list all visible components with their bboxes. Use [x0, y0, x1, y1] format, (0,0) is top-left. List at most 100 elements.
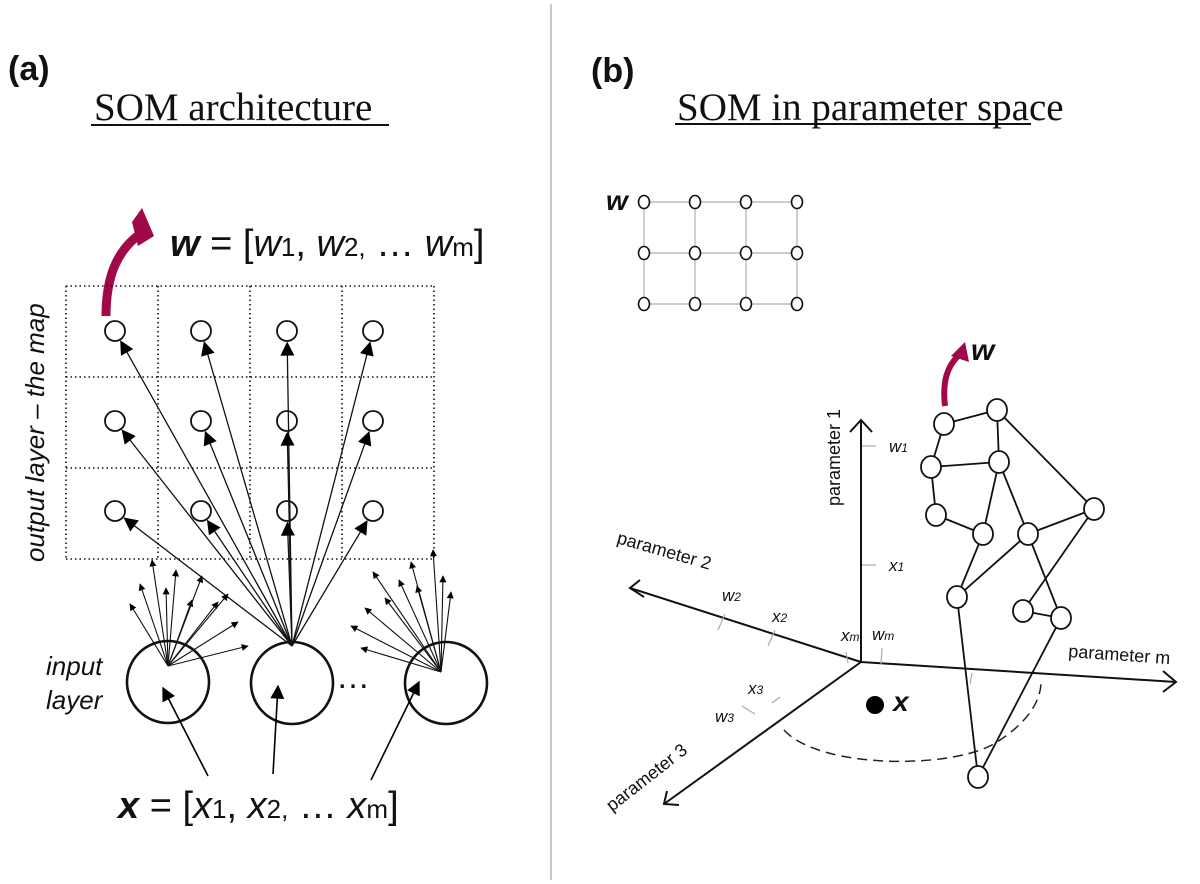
tick-label-w1: w1	[889, 437, 908, 456]
input-feed-arrows	[162, 680, 420, 781]
map-neuron	[190, 320, 212, 342]
fan-arrow	[364, 607, 442, 673]
axis-ticks	[717, 445, 973, 715]
input-neuron	[125, 639, 211, 725]
tick-label-x3: x3	[747, 679, 764, 698]
map-neuron	[276, 410, 298, 432]
fan-arrow	[360, 646, 442, 673]
fan-arrow	[439, 575, 447, 673]
axis-parameter-2-arrowhead-icon	[628, 579, 645, 598]
network-neuron	[1017, 522, 1039, 546]
fan-arrow	[372, 571, 442, 673]
grid-neuron	[790, 194, 804, 210]
network-link	[956, 533, 1029, 598]
input-vector-formula: x = [x1, x2, … xm]	[116, 785, 399, 827]
input-vector-symbol: x	[116, 785, 141, 827]
connection-arrow	[206, 519, 293, 647]
network-neuron	[986, 398, 1008, 422]
fan-arrow	[398, 579, 442, 673]
tick-label-x2: x2	[771, 607, 788, 626]
tick-label-x1: x1	[888, 556, 904, 575]
grid-neuron	[790, 245, 804, 261]
connection-arrow	[123, 517, 293, 647]
network-neuron	[972, 522, 994, 546]
panel-a-title: SOM architecture	[94, 86, 372, 129]
fan-arrow	[384, 597, 442, 673]
fan-arrow	[138, 583, 169, 667]
network-neuron	[988, 450, 1010, 474]
network-link	[1027, 508, 1095, 535]
map-neuron	[276, 320, 298, 342]
axis-label-parameter-m: parameter m	[1068, 641, 1171, 668]
input-point-x	[866, 696, 884, 714]
network-neuron	[1050, 606, 1072, 630]
axis-label-parameter-1: parameter 1	[824, 409, 844, 506]
panel-b-label: (b)	[591, 52, 634, 90]
network-link	[998, 461, 1029, 535]
network-link	[930, 461, 1000, 468]
input-neuron	[403, 640, 489, 726]
grid-neuron	[637, 194, 651, 210]
axis-parameter-1-arrowhead-icon	[849, 418, 873, 433]
grid-neuron	[739, 245, 753, 261]
connection-arrow	[291, 520, 368, 647]
fan-arrow	[440, 591, 454, 673]
network-link	[982, 461, 1000, 535]
output-layer-label: output layer – the map	[20, 303, 50, 562]
connection-arrows	[120, 340, 374, 647]
network-neuron	[925, 503, 947, 527]
map-neuron	[276, 500, 298, 522]
network-update-arrow-icon	[941, 342, 969, 407]
grid-neuron	[790, 296, 804, 312]
panel-b-title: SOM in parameter space	[677, 86, 1064, 129]
fan-arrow	[167, 569, 179, 667]
map-neuron	[104, 410, 126, 432]
map-neuron	[362, 500, 384, 522]
connection-arrow	[121, 429, 293, 647]
map-neuron	[190, 500, 212, 522]
fan-arrow	[429, 549, 442, 673]
tick-label-w3: w3	[715, 707, 734, 726]
axis-parameter-2	[629, 587, 862, 663]
parameter-axes	[628, 418, 1178, 806]
network-link	[956, 596, 979, 778]
panel-a-label: (a)	[8, 50, 50, 88]
fan-arrow	[162, 587, 170, 667]
axis-label-parameter-3: parameter 3	[602, 740, 691, 816]
map-neuron	[362, 320, 384, 342]
input-layer-label-line2: layer	[46, 685, 104, 715]
tick-label-xm: xm	[840, 626, 860, 645]
map-neuron	[104, 320, 126, 342]
axis-parameter-3	[663, 661, 862, 805]
fan-arrow	[167, 575, 204, 667]
connection-arrow	[203, 430, 293, 647]
connection-arrow	[291, 341, 374, 647]
axis-parameter-m	[860, 661, 1177, 683]
grid-neuron	[739, 194, 753, 210]
fan-arrow	[167, 621, 239, 667]
map-neuron	[104, 500, 126, 522]
weight-vector-formula: w = [w1, w2, … wm]	[170, 223, 484, 265]
network-weight-label: w	[971, 334, 996, 367]
panel-a: (a) SOM architecture w = [w1, w2, … wm] …	[8, 50, 489, 827]
tick-label-wm: wm	[872, 625, 894, 644]
grid-neuron	[739, 296, 753, 312]
fan-arrow	[167, 593, 229, 667]
input-layer-nodes	[125, 549, 489, 726]
network-neuron	[920, 455, 942, 479]
fan-arrow	[149, 559, 169, 667]
connection-arrow	[201, 341, 293, 647]
axis-parameter-3-arrowhead-icon	[662, 790, 680, 806]
connection-arrow	[291, 430, 372, 647]
deformed-som-network	[920, 398, 1105, 789]
network-neuron	[933, 412, 955, 436]
network-link	[1027, 533, 1062, 619]
panel-b: (b) SOM in parameter space w	[591, 52, 1178, 816]
regular-som-grid	[637, 194, 804, 312]
network-link	[996, 409, 1095, 510]
weight-update-arrow-icon	[101, 208, 154, 317]
network-link	[1022, 508, 1095, 612]
axis-label-parameter-2: parameter 2	[615, 528, 714, 574]
network-neuron	[946, 585, 968, 609]
